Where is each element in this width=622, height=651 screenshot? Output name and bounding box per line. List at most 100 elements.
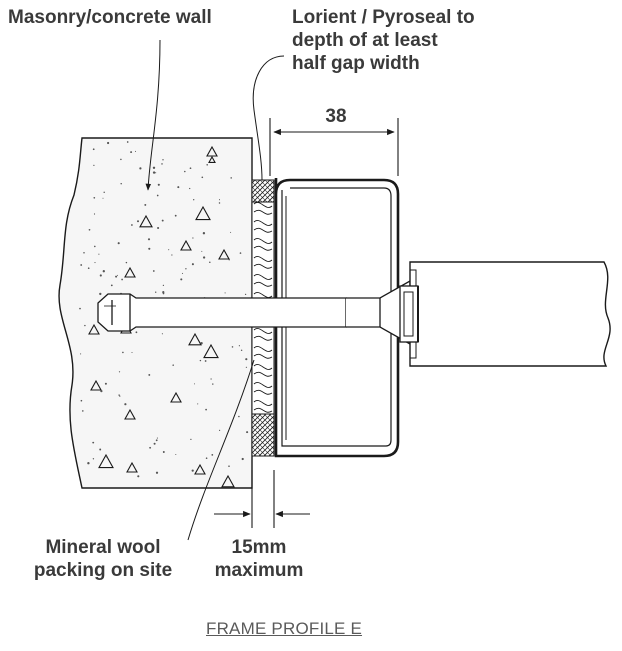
- aggregate-speck: [201, 176, 204, 179]
- label-wall: Masonry/concrete wall: [8, 7, 212, 28]
- aggregate-mark: [124, 266, 136, 278]
- wool-fibre: [253, 238, 273, 251]
- aggregate-speck: [147, 238, 151, 241]
- aggregate-speck: [197, 403, 199, 405]
- aggregate-speck: [185, 268, 187, 270]
- aggregate-speck: [230, 177, 232, 179]
- aggregate-speck: [107, 141, 110, 145]
- aggregate-speck: [209, 261, 211, 264]
- aggregate-speck: [245, 366, 248, 368]
- aggregate-speck: [102, 270, 105, 273]
- aggregate-speck: [246, 431, 249, 434]
- aggregate-speck: [152, 171, 156, 174]
- wool-fibre: [253, 400, 273, 413]
- aggregate-speck: [117, 242, 120, 245]
- aggregate-mark: [126, 461, 138, 473]
- aggregate-speck: [181, 272, 184, 274]
- aggregate-speck: [228, 465, 230, 467]
- leader-wall: [145, 39, 161, 191]
- aggregate-speck: [82, 410, 84, 412]
- aggregate-speck: [212, 383, 214, 385]
- aggregate-speck: [156, 194, 159, 197]
- aggregate-speck: [211, 454, 214, 456]
- aggregate-speck: [131, 224, 133, 226]
- aggregate-speck: [99, 274, 102, 277]
- wool-fibre: [253, 220, 273, 233]
- aggregate-speck: [155, 471, 159, 474]
- aggregate-speck: [239, 252, 242, 254]
- aggregate-speck: [230, 231, 232, 233]
- label-gap: 15mm maximum: [200, 536, 318, 582]
- aggregate-speck: [139, 167, 142, 170]
- aggregate-speck: [104, 382, 107, 385]
- aggregate-speck: [110, 284, 113, 287]
- aggregate-speck: [99, 292, 102, 296]
- frame-inner-return: [281, 187, 392, 447]
- aggregate-mark: [188, 332, 202, 346]
- aggregate-speck: [184, 170, 186, 173]
- aggregate-speck: [115, 275, 118, 278]
- label-wool-line1: Mineral wool: [45, 537, 161, 558]
- aggregate-speck: [157, 183, 160, 186]
- aggregate-speck: [201, 250, 203, 252]
- aggregate-speck: [119, 395, 121, 397]
- aggregate-mark: [124, 408, 136, 420]
- aggregate-speck: [162, 292, 165, 295]
- aggregate-mark: [170, 391, 182, 403]
- wool-fibre: [253, 382, 273, 395]
- aggregate-speck: [156, 437, 158, 439]
- aggregate-speck: [206, 164, 208, 166]
- label-sealant-line2: depth of at least: [292, 30, 438, 51]
- aggregate-speck: [191, 263, 194, 266]
- aggregate-speck: [162, 159, 164, 161]
- aggregate-speck: [149, 446, 152, 449]
- aggregate-speck: [210, 378, 212, 380]
- aggregate-speck: [238, 345, 240, 347]
- aggregate-speck: [126, 141, 129, 143]
- door-leaf: [399, 261, 611, 367]
- aggregate-mark: [88, 323, 100, 335]
- aggregate-speck: [205, 408, 207, 411]
- aggregate-speck: [118, 394, 120, 396]
- aggregate-speck: [191, 469, 194, 472]
- label-gap-line2: maximum: [214, 560, 304, 581]
- aggregate-speck: [120, 158, 122, 161]
- wool-fibre: [253, 346, 273, 359]
- aggregate-speck: [131, 351, 133, 354]
- aggregate-speck: [137, 475, 140, 478]
- aggregate-speck: [224, 292, 226, 294]
- aggregate-speck: [161, 219, 164, 222]
- aggregate-speck: [80, 264, 83, 266]
- wool-fibre: [253, 274, 273, 287]
- aggregate-speck: [122, 351, 124, 354]
- label-mineral-wool: Mineral wool packing on site: [14, 536, 192, 582]
- aggregate-speck: [240, 349, 243, 352]
- aggregate-speck: [238, 415, 240, 418]
- aggregate-speck: [202, 256, 206, 259]
- dimension-38: [269, 118, 399, 176]
- aggregate-speck: [192, 237, 194, 239]
- figure-caption: FRAME PROFILE E: [206, 619, 363, 638]
- aggregate-speck: [88, 228, 91, 231]
- label-wool-line2: packing on site: [33, 560, 173, 581]
- sealant-top: [251, 179, 275, 203]
- aggregate-speck: [171, 254, 173, 256]
- aggregate-mark: [208, 155, 216, 163]
- wool-fibre: [253, 328, 273, 341]
- aggregate-speck: [155, 439, 158, 442]
- aggregate-mark: [221, 474, 235, 488]
- aggregate-speck: [189, 187, 191, 190]
- aggregate-speck: [152, 166, 156, 169]
- aggregate-mark: [218, 248, 230, 260]
- aggregate-speck: [103, 191, 105, 194]
- aggregate-speck: [130, 151, 133, 154]
- aggregate-speck: [205, 457, 208, 460]
- label-sealant: Lorient / Pyroseal to depth of at least …: [292, 6, 475, 75]
- aggregate-speck: [231, 346, 234, 348]
- aggregate-speck: [245, 358, 248, 361]
- aggregate-speck: [100, 390, 103, 393]
- fixing-bolt: [97, 279, 411, 346]
- aggregate-speck: [161, 333, 163, 335]
